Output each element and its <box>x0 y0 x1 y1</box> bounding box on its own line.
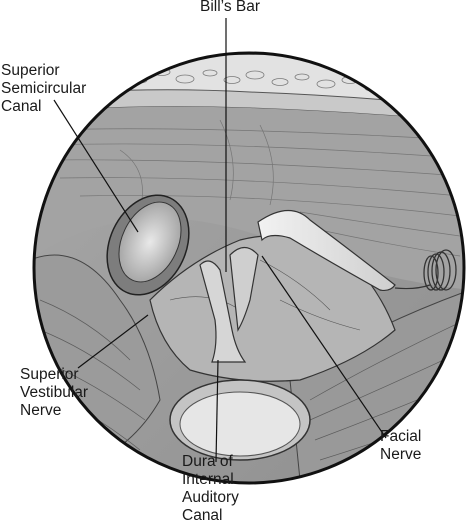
field-of-view <box>34 53 464 483</box>
leader-lines <box>53 18 387 463</box>
label-superior-semicircular-canal: Superior Semicircular Canal <box>1 62 87 115</box>
label-dura-internal-auditory-canal: Dura of Internal Auditory Canal <box>182 453 239 524</box>
label-superior-vestibular-nerve: Superior Vestibular Nerve <box>20 366 89 419</box>
label-bills-bar: Bill’s Bar <box>199 0 260 15</box>
label-facial-nerve: Facial Nerve <box>380 428 422 463</box>
